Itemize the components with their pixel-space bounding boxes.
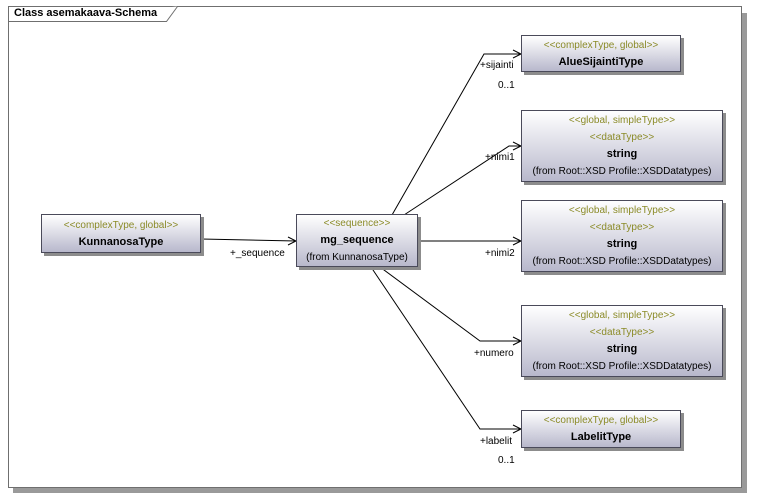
class-string-numero[interactable]: <<global, simpleType>> <<dataType>> stri… xyxy=(521,305,723,377)
assoc-sijainti-line[interactable] xyxy=(391,53,521,216)
class-mg-sequence[interactable]: <<sequence>> mg_sequence (from Kunnanosa… xyxy=(296,214,418,267)
class-name: string xyxy=(606,238,638,250)
class-stereotype: <<sequence>> xyxy=(323,218,391,229)
class-stereotype: <<complexType, global>> xyxy=(543,415,659,426)
class-stereotype: <<global, simpleType>> xyxy=(568,310,676,321)
assoc-numero-line[interactable] xyxy=(379,266,521,342)
assoc-labelit-line[interactable] xyxy=(370,266,521,430)
class-labelittype[interactable]: <<complexType, global>> LabelitType xyxy=(521,410,681,448)
class-stereotype-datatype: <<dataType>> xyxy=(589,222,655,233)
class-stereotype: <<global, simpleType>> xyxy=(568,115,676,126)
role-label-sijainti: +sijainti xyxy=(480,60,514,71)
assoc-nimi1-line[interactable] xyxy=(403,145,521,216)
class-from-package: (from Root::XSD Profile::XSDDatatypes) xyxy=(532,256,712,267)
role-label-nimi2: +nimi2 xyxy=(485,248,515,259)
class-from-package: (from KunnanosaType) xyxy=(306,252,408,263)
class-aluesijaintitype[interactable]: <<complexType, global>> AlueSijaintiType xyxy=(521,35,681,72)
class-stereotype-datatype: <<dataType>> xyxy=(589,132,655,143)
assoc-sequence-line[interactable] xyxy=(200,238,297,242)
class-name: LabelitType xyxy=(570,431,632,443)
class-stereotype: <<global, simpleType>> xyxy=(568,205,676,216)
multiplicity-label-sijainti: 0..1 xyxy=(498,80,515,91)
role-label-numero: +numero xyxy=(474,348,514,359)
multiplicity-label-labelit: 0..1 xyxy=(498,455,515,466)
class-from-package: (from Root::XSD Profile::XSDDatatypes) xyxy=(532,361,712,372)
class-string-nimi2[interactable]: <<global, simpleType>> <<dataType>> stri… xyxy=(521,200,723,272)
role-label-nimi1: +nimi1 xyxy=(485,152,515,163)
class-name: KunnanosaType xyxy=(78,236,164,248)
role-label-labelit: +labelit xyxy=(480,436,512,447)
class-kunnanosatype[interactable]: <<complexType, global>> KunnanosaType xyxy=(41,214,201,253)
class-name: string xyxy=(606,148,638,160)
frame-tab-outline xyxy=(8,6,178,22)
role-label-sequence: +_sequence xyxy=(230,248,285,259)
class-name: string xyxy=(606,343,638,355)
class-string-nimi1[interactable]: <<global, simpleType>> <<dataType>> stri… xyxy=(521,110,723,182)
class-name: mg_sequence xyxy=(320,234,394,246)
class-stereotype-datatype: <<dataType>> xyxy=(589,327,655,338)
frame-title: Class asemakaava-Schema xyxy=(14,7,158,19)
class-stereotype: <<complexType, global>> xyxy=(543,40,659,51)
class-name: AlueSijaintiType xyxy=(558,56,644,68)
class-stereotype: <<complexType, global>> xyxy=(63,220,179,231)
class-from-package: (from Root::XSD Profile::XSDDatatypes) xyxy=(532,166,712,177)
